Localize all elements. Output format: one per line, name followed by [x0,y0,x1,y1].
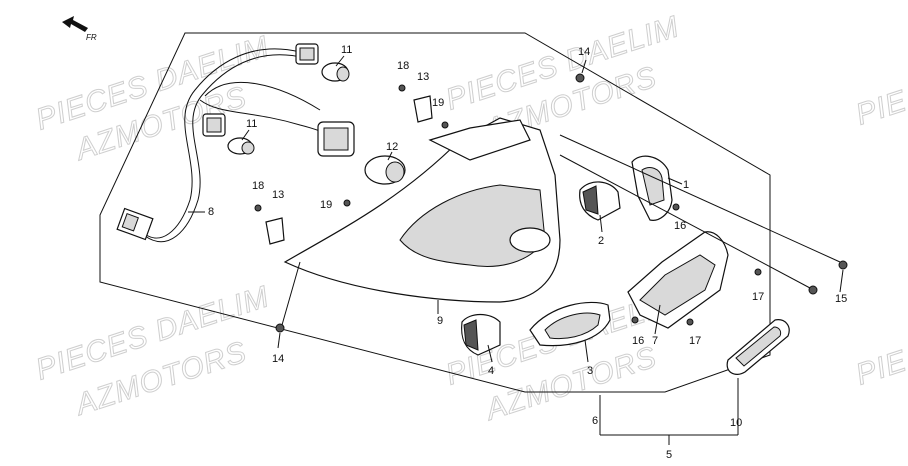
screw-19-lower [343,199,351,207]
bulb-11-upper [321,62,350,82]
arrow-icon [62,16,88,32]
rear-cowl-9 [283,117,561,303]
callout-11-upper: 11 [341,44,352,56]
screw-18-upper [398,84,406,92]
callout-7: 7 [652,335,658,347]
leader-lines [188,55,844,445]
screw-16-upper [672,203,680,211]
bulb-11-lower [227,137,255,155]
callout-10: 10 [730,417,742,429]
callout-labels: 1 2 3 4 5 6 7 8 9 10 11 11 12 13 13 14 1… [208,44,847,461]
nut-15-upper [838,260,848,270]
callout-18-upper: 18 [397,60,409,72]
callout-4: 4 [488,365,494,377]
screw-17-lower [686,318,694,326]
callout-14-upper: 14 [578,46,590,58]
callout-14-lower: 14 [272,353,284,365]
front-direction-indicator: FR [62,16,97,42]
screw-17-upper [754,268,762,276]
callout-16-lower: 16 [632,335,644,347]
nut-15-lower [808,285,818,295]
callout-13-lower: 13 [272,189,284,201]
nut-14-upper [575,73,585,83]
callout-18-lower: 18 [252,180,264,192]
direction-label: FR [86,33,97,42]
bulb-socket [202,113,226,137]
callout-3: 3 [587,365,593,377]
callout-16-upper: 16 [674,220,686,232]
tail-lens-1 [631,155,673,221]
reflector-10 [726,319,790,375]
callout-17-upper: 17 [752,291,764,303]
watermark-text: PIE [852,344,908,391]
turn-signal-unit-4 [461,313,501,356]
bulb-socket [295,43,319,65]
assembly-outline [99,32,771,393]
callout-15: 15 [835,293,847,305]
bulb-socket [317,121,355,157]
screw-16-lower [631,316,639,324]
screw-19-upper [441,121,449,129]
callout-19-upper: 19 [432,97,444,109]
watermark-text: PIE [852,84,908,131]
license-light-housing-7 [627,231,729,329]
callout-1: 1 [683,179,689,191]
wire-harness [116,48,341,242]
turn-signal-lens-3 [529,301,611,347]
clip-13-upper [413,95,433,123]
callout-13-upper: 13 [417,71,429,83]
screw-18-lower [254,204,262,212]
bulb-12 [364,155,406,185]
callout-5: 5 [666,449,672,461]
callout-17-lower: 17 [689,335,701,347]
callout-11-lower: 11 [246,118,257,130]
turn-signal-unit-2 [579,181,621,221]
nut-14-lower [275,323,285,333]
callout-8: 8 [208,206,214,218]
clip-13-lower [265,217,285,245]
callout-9: 9 [437,315,443,327]
callout-19-lower: 19 [320,199,332,211]
callout-12: 12 [386,141,398,153]
callout-6: 6 [592,415,598,427]
callout-2: 2 [598,235,604,247]
